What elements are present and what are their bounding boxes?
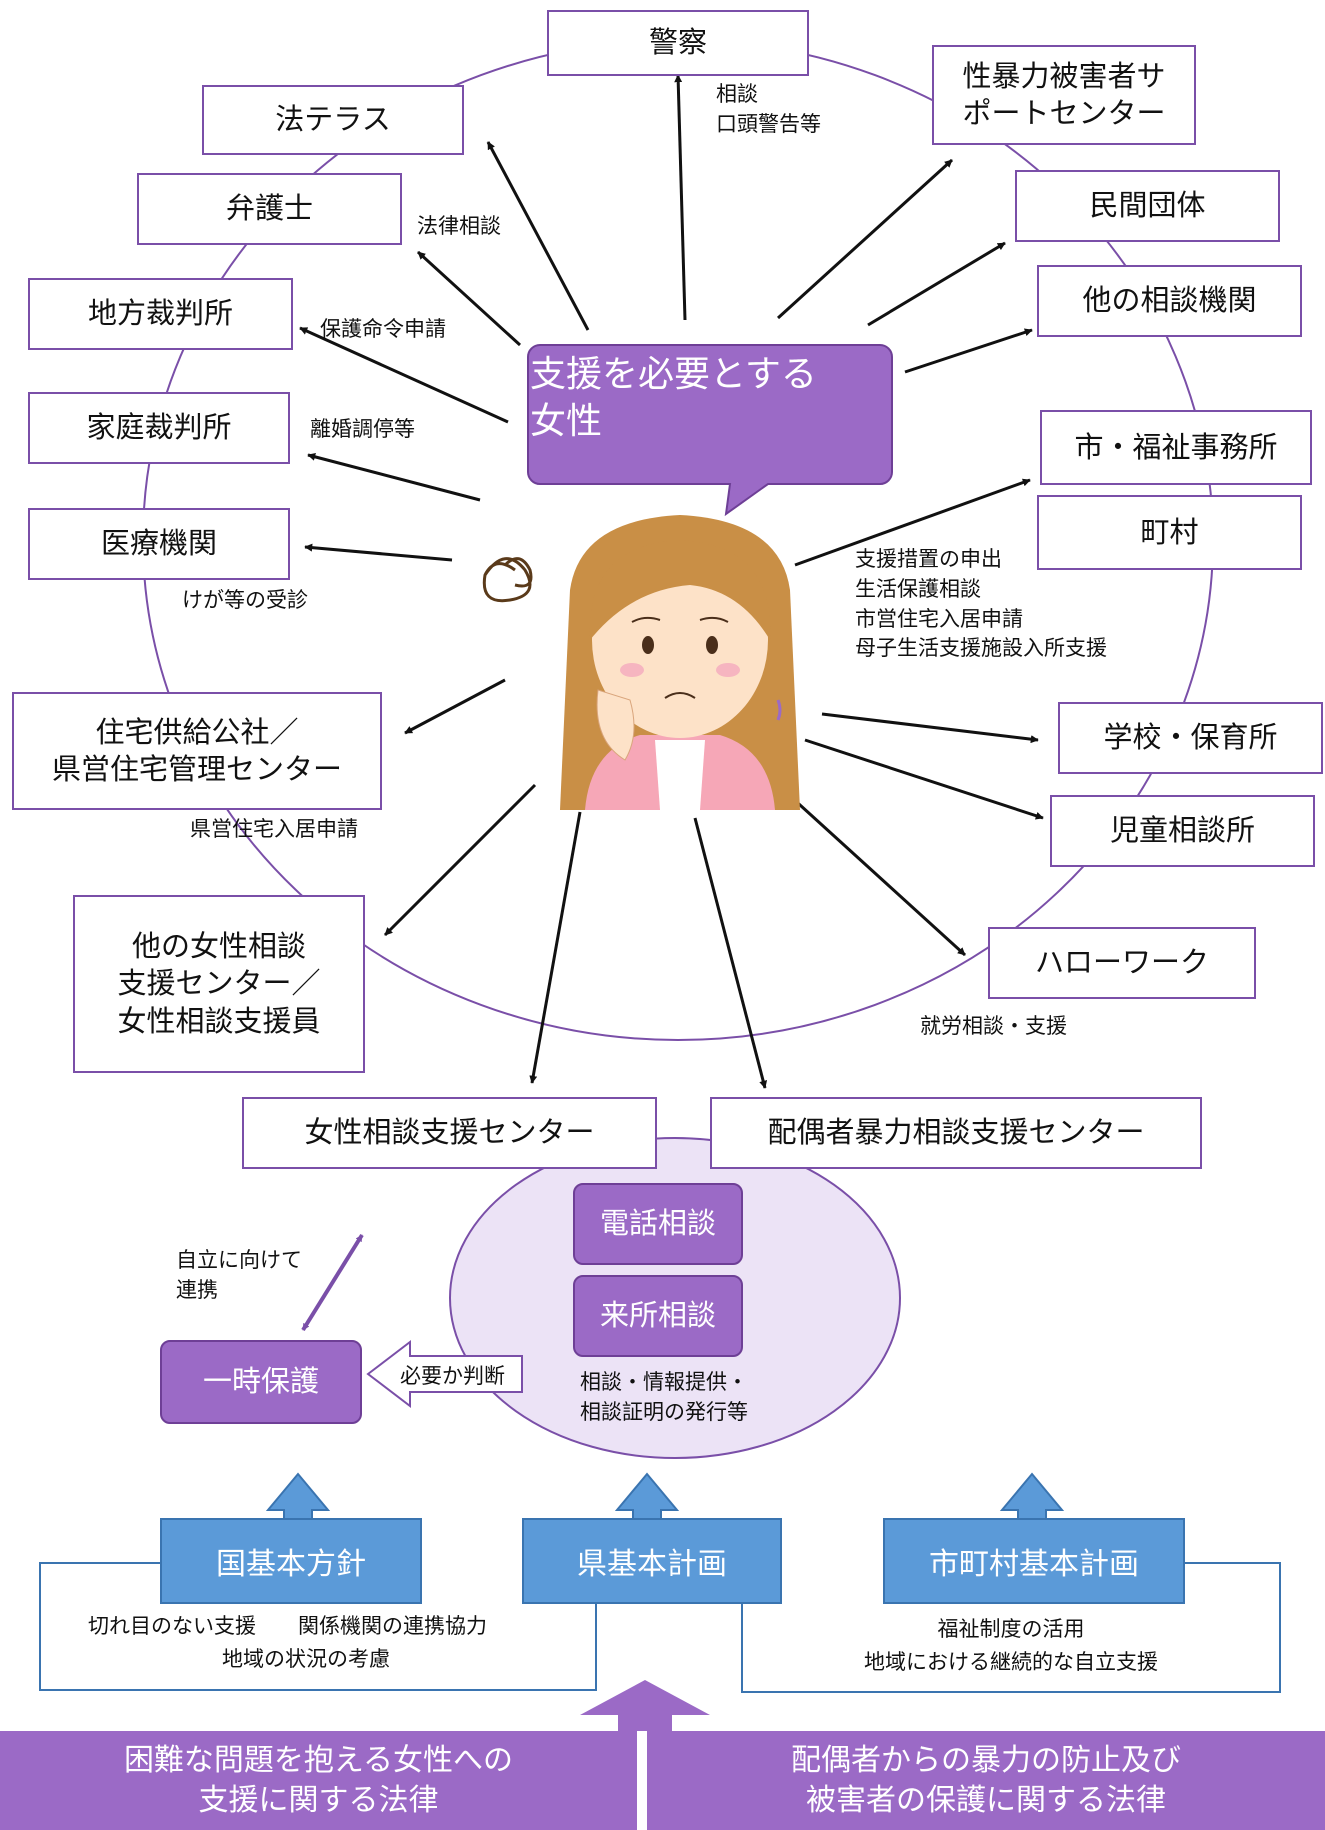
label-center-services: 相談・情報提供・ 相談証明の発行等: [580, 1370, 748, 1424]
node-family-court: 家庭裁判所: [28, 392, 290, 464]
node-dv-center: 配偶者暴力相談支援センター: [710, 1097, 1202, 1169]
label-district-court: 保護命令申請: [320, 317, 446, 341]
municipal-desc-2: 地域における継続的な自立支援: [864, 1650, 1158, 1674]
bubble-text: 支援を必要とする 女性: [530, 354, 817, 442]
node-women-support-center: 女性相談支援センター: [242, 1097, 657, 1169]
node-other-consult: 他の相談機関: [1037, 265, 1302, 337]
plan-municipal: 市町村基本計画: [883, 1518, 1185, 1604]
node-school: 学校・保育所: [1058, 702, 1323, 774]
judgment-arrow: [366, 1339, 523, 1409]
worried-woman-illustration: [482, 515, 800, 810]
label-family-court: 離婚調停等: [310, 417, 415, 441]
node-visit-consult: 来所相談: [573, 1275, 743, 1357]
plan-national: 国基本方針: [160, 1518, 422, 1604]
node-private-org: 民間団体: [1015, 170, 1280, 242]
national-desc-1: 切れ目のない支援 関係機関の連携協力: [88, 1614, 487, 1638]
node-housing: 住宅供給公社／ 県営住宅管理センター: [12, 692, 382, 810]
node-legal-terrace: 法テラス: [202, 85, 464, 155]
label-judgment: 必要か判断: [400, 1364, 505, 1388]
node-district-court: 地方裁判所: [28, 278, 293, 350]
node-lawyer: 弁護士: [137, 173, 402, 245]
national-plan-frame: [39, 1562, 597, 1691]
node-sexual-violence-center: 性暴力被害者サ ポートセンター: [932, 45, 1196, 145]
node-town-village: 町村: [1037, 495, 1302, 570]
label-city: 支援措置の申出 生活保護相談 市営住宅入居申請 母子生活支援施設入所支援: [855, 547, 1107, 661]
law-dv-prevention: 配偶者からの暴力の防止及び 被害者の保護に関する法律: [647, 1731, 1325, 1830]
node-phone-consult: 電話相談: [573, 1183, 743, 1265]
referral-arrows: [299, 74, 1044, 1089]
node-medical: 医療機関: [28, 508, 290, 580]
speech-bubble: [527, 344, 893, 517]
node-other-women-center: 他の女性相談 支援センター／ 女性相談支援員: [73, 895, 365, 1073]
label-housing: 県営住宅入居申請: [190, 817, 358, 841]
municipal-plan-frame: [741, 1562, 1281, 1693]
label-independence: 自立に向けて 連携: [176, 1248, 302, 1302]
independence-arrow: [305, 1232, 362, 1235]
node-temp-protection: 一時保護: [160, 1340, 362, 1424]
law-women-support: 困難な問題を抱える女性への 支援に関する法律: [0, 1731, 637, 1830]
label-hello-work: 就労相談・支援: [920, 1014, 1067, 1038]
node-child-consult: 児童相談所: [1050, 795, 1315, 867]
municipal-desc-1: 福祉制度の活用: [937, 1617, 1085, 1641]
law-up-arrow: [580, 1680, 710, 1731]
node-city-welfare: 市・福祉事務所: [1040, 410, 1312, 485]
node-hello-work: ハローワーク: [988, 927, 1256, 999]
national-desc-2: 地域の状況の考慮: [222, 1647, 390, 1671]
node-police: 警察: [547, 10, 809, 76]
label-lawyer: 法律相談: [417, 214, 501, 238]
label-medical: けが等の受診: [182, 588, 308, 612]
label-police: 相談 口頭警告等: [716, 82, 821, 136]
plan-prefecture: 県基本計画: [522, 1518, 782, 1604]
